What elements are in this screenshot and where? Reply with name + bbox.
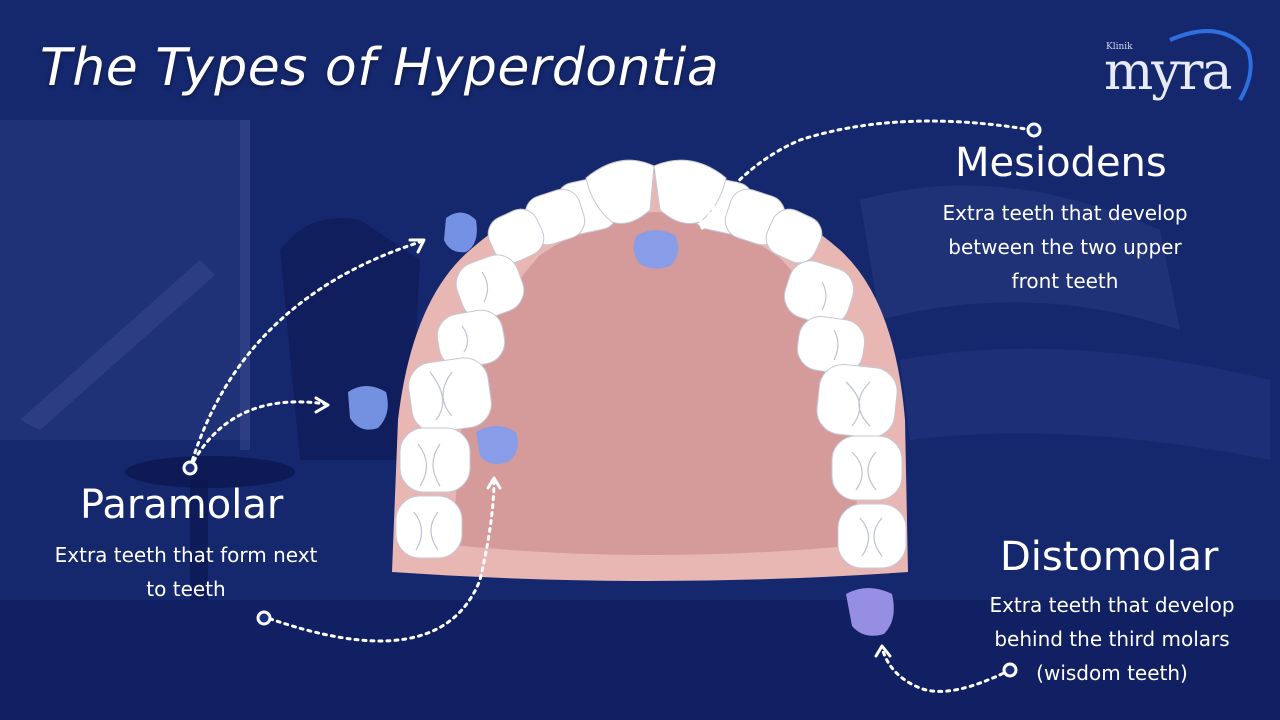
front-incisors [585, 159, 727, 224]
page-title: The Types of Hyperdontia [40, 38, 720, 98]
distomolar-desc-line2: behind the third molars [994, 627, 1230, 651]
brand-logo: Klinik myra [1100, 22, 1260, 112]
arrowheads [314, 212, 892, 658]
mesiodens-desc-line3: front teeth [1011, 269, 1119, 293]
mesiodens-desc-line1: Extra teeth that develop [942, 201, 1188, 225]
mesiodens-desc-line2: between the two upper [948, 235, 1182, 259]
logo-wordmark: myra [1104, 42, 1233, 102]
distomolar-desc-line3: (wisdom teeth) [1036, 661, 1188, 685]
logo-swoosh-icon [1169, 29, 1253, 101]
paramolar-desc-line2: to teeth [146, 577, 226, 601]
teeth-right [692, 177, 907, 569]
mesiodens-heading: Mesiodens [955, 140, 1167, 186]
paramolar-heading: Paramolar [80, 482, 284, 528]
paramolar-desc-line1: Extra teeth that form next [54, 543, 318, 567]
distomolar-desc-line1: Extra teeth that develop [989, 593, 1235, 617]
paramolar-tooth-icon-1 [444, 212, 477, 253]
leader-endpoints [182, 122, 1042, 678]
palate-inner [452, 212, 860, 555]
distomolar-tooth-icon [846, 588, 894, 636]
mesiodens-tooth-icon [633, 230, 678, 269]
tooth-creases [413, 271, 883, 557]
paramolar-tooth-icon-3 [476, 426, 518, 464]
distomolar-heading: Distomolar [1000, 534, 1219, 580]
leader-lines [188, 119, 1034, 693]
logo-prefix: Klinik [1106, 42, 1133, 52]
paramolar-tooth-icon-2 [348, 386, 388, 430]
